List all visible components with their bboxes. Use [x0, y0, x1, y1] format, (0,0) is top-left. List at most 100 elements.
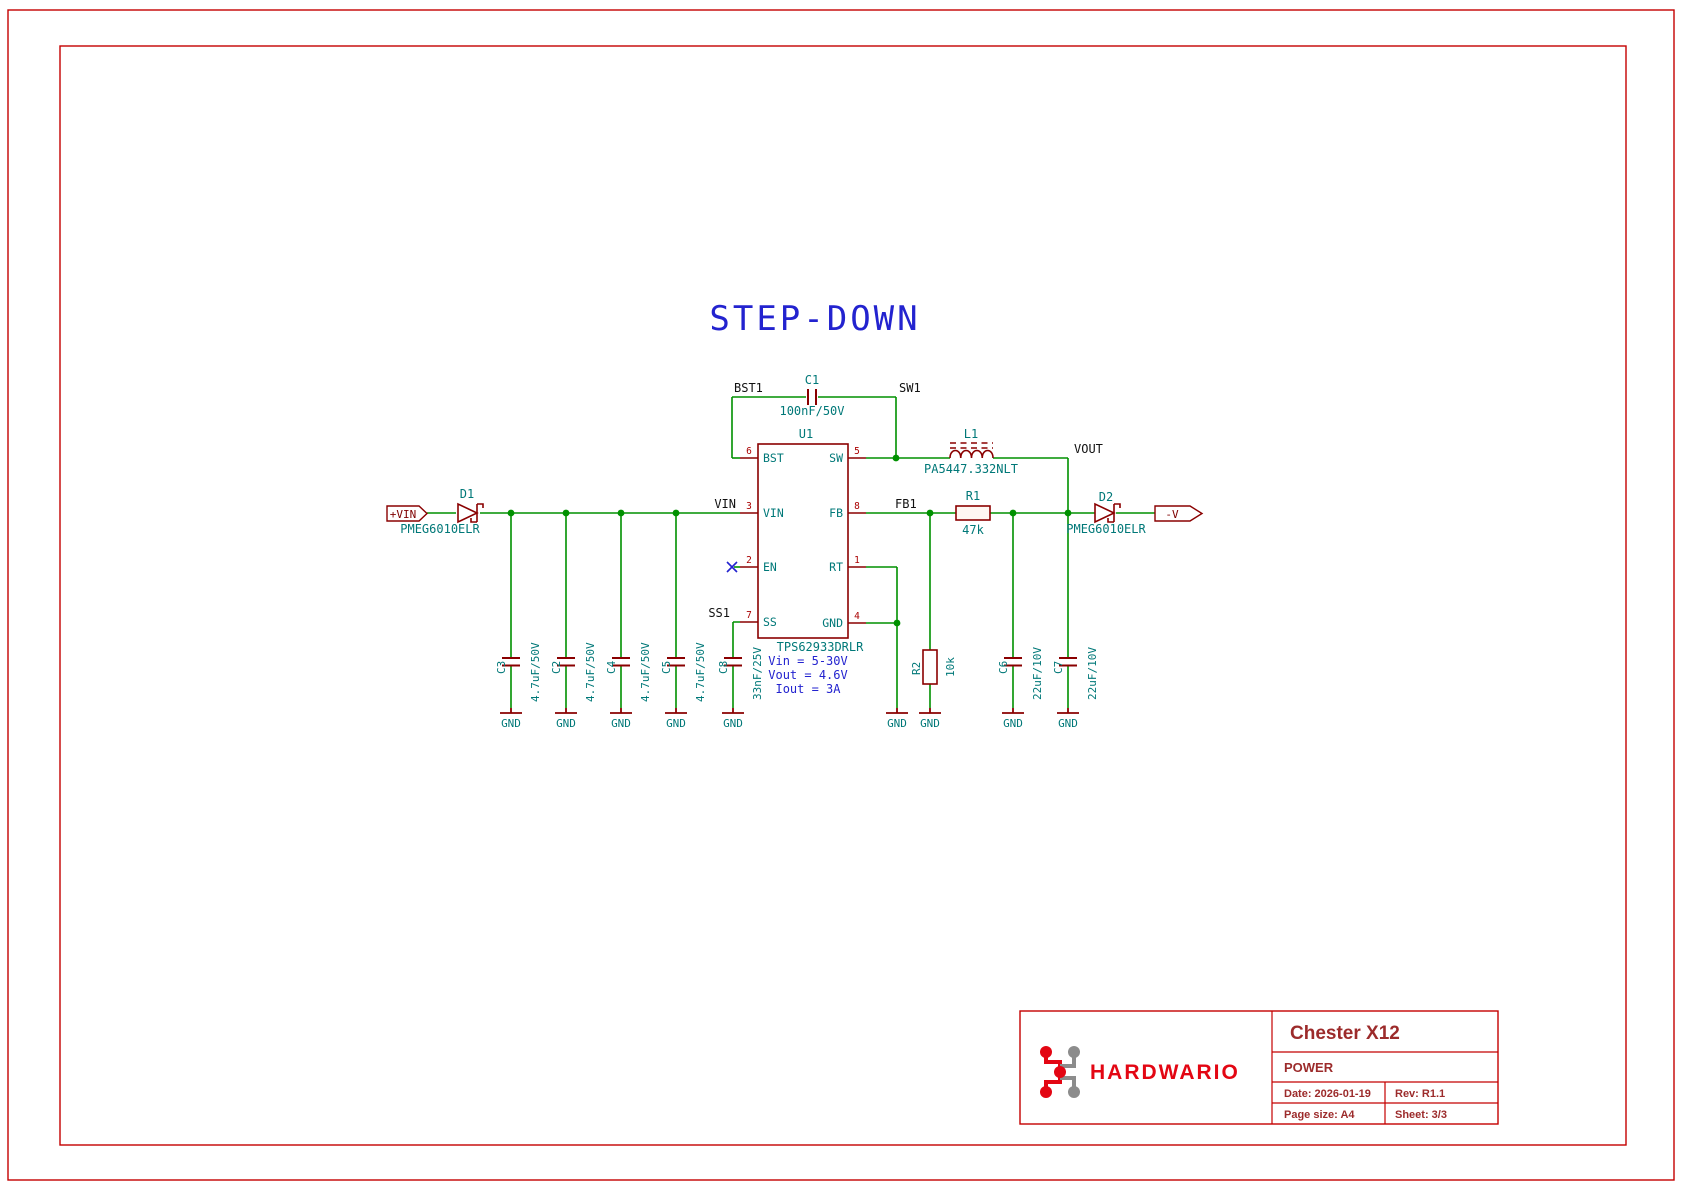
u1-note-vout: Vout = 4.6V — [768, 668, 847, 682]
r2-body — [922, 649, 938, 685]
wire-bst-c1-sw — [731, 396, 897, 458]
u1-ref: U1 — [799, 427, 813, 441]
c1-plates — [807, 389, 817, 405]
d1-triangle — [457, 502, 479, 524]
gnd-label: GND — [501, 717, 521, 730]
r1-value: 47k — [962, 523, 984, 537]
l1-ref: L1 — [964, 427, 978, 441]
u1-pin-en-name: EN — [763, 560, 777, 574]
junction-dots — [507, 454, 1072, 627]
logo-gray-nodes — [1068, 1046, 1080, 1098]
capacitor-labels: C3 4.7uF/50V C2 4.7uF/50V C4 4.7uF/50V C… — [495, 642, 1099, 702]
c6-ref: C6 — [997, 661, 1010, 674]
wire-sw-l1-vout — [866, 457, 1069, 513]
r2-ref: R2 — [910, 662, 923, 675]
u1-pin2-num: 2 — [746, 555, 752, 566]
title-block-grid — [1271, 1011, 1498, 1124]
c4-value: 4.7uF/50V — [639, 642, 652, 702]
d2-value: PMEG6010ELR — [1066, 522, 1146, 536]
c7-ref: C7 — [1052, 661, 1065, 674]
wire-layer — [427, 396, 1155, 708]
u1-pin1-num: 1 — [854, 555, 860, 566]
c7-value: 22uF/10V — [1086, 647, 1099, 700]
r1-ref: R1 — [966, 489, 980, 503]
c2-value: 4.7uF/50V — [584, 642, 597, 702]
c6-value: 22uF/10V — [1031, 647, 1044, 700]
c5-ref: C5 — [660, 661, 673, 674]
hier-label-v-text: -V — [1165, 508, 1179, 521]
r1-body — [955, 505, 991, 521]
c3-value: 4.7uF/50V — [529, 642, 542, 702]
gnd-label: GND — [887, 717, 907, 730]
sheet-title: STEP-DOWN — [709, 299, 920, 339]
c8-value: 33nF/25V — [751, 647, 764, 700]
u1-note-vin: Vin = 5-30V — [768, 654, 847, 668]
u1-pin6-num: 6 — [746, 446, 752, 457]
net-label-vin: VIN — [714, 497, 736, 511]
c2-ref: C2 — [550, 661, 563, 674]
gnd-label: GND — [920, 717, 940, 730]
no-connect-icon — [726, 561, 738, 573]
title-block: HARDWARIO Chester X12 POWER Date: 2026-0… — [1019, 1010, 1499, 1125]
component-d2: D2 PMEG6010ELR — [1066, 490, 1146, 536]
u1-pin-fb-name: FB — [829, 506, 843, 520]
u1-pin-sw-name: SW — [829, 451, 843, 465]
title-block-sheet-num: Sheet: 3/3 — [1395, 1109, 1447, 1121]
gnd-label: GND — [556, 717, 576, 730]
u1-pin-ss-name: SS — [763, 615, 777, 629]
u1-pin-rt-name: RT — [829, 560, 843, 574]
wire-rt-gnd — [866, 566, 898, 708]
u1-pin-gnd-name: GND — [822, 616, 843, 630]
gnd-label: GND — [1003, 717, 1023, 730]
title-block-sheet-name: POWER — [1284, 1060, 1334, 1075]
component-c1: C1 100nF/50V — [779, 373, 844, 418]
title-block-rev: Rev: R1.1 — [1395, 1088, 1445, 1100]
component-d1: D1 PMEG6010ELR — [400, 487, 484, 536]
l1-coil — [949, 449, 994, 459]
u1-pin4-num: 4 — [854, 611, 860, 622]
title-block-frame — [1019, 1010, 1499, 1125]
hier-label-v-out: -V — [1154, 505, 1204, 522]
c1-ref: C1 — [805, 373, 819, 387]
u1-pin3-num: 3 — [746, 501, 752, 512]
u1-value: TPS62933DRLR — [777, 640, 864, 654]
d1-ref: D1 — [460, 487, 474, 501]
r2-value: 10k — [944, 657, 957, 677]
hier-label-vin-in: +VIN — [386, 505, 429, 522]
c8-ref: C8 — [717, 661, 730, 674]
component-r2: R2 10k — [910, 649, 957, 685]
component-l1: L1 PA5447.332NLT — [924, 427, 1018, 476]
net-label-vout: VOUT — [1074, 442, 1103, 456]
title-block-project: Chester X12 — [1290, 1023, 1400, 1044]
u1-pin-stubs — [740, 457, 866, 624]
net-label-ss1: SS1 — [708, 606, 730, 620]
hardwario-logo: HARDWARIO — [1040, 1046, 1240, 1098]
c4-ref: C4 — [605, 660, 618, 674]
brand-wordmark: HARDWARIO — [1090, 1061, 1240, 1084]
net-label-sw1: SW1 — [899, 381, 921, 395]
gnd-label: GND — [611, 717, 631, 730]
net-label-bst1: BST1 — [734, 381, 763, 395]
title-block-page-size: Page size: A4 — [1284, 1109, 1355, 1121]
c5-value: 4.7uF/50V — [694, 642, 707, 702]
d2-schottky-bar — [1107, 503, 1121, 523]
u1-body — [757, 443, 849, 639]
component-u1: U1 TPS62933DRLR 6 3 2 7 5 8 1 4 BST VIN … — [726, 427, 866, 696]
d2-triangle — [1094, 502, 1116, 524]
d2-ref: D2 — [1099, 490, 1113, 504]
gnd-label: GND — [666, 717, 686, 730]
u1-pin8-num: 8 — [854, 501, 860, 512]
u1-pin7-num: 7 — [746, 610, 752, 621]
u1-pin-bst-name: BST — [763, 451, 784, 465]
net-label-fb1: FB1 — [895, 497, 917, 511]
d1-schottky-bar — [470, 503, 484, 523]
gnd-symbols: GND GND GND GND GND GND GND GND GND — [500, 708, 1079, 730]
title-block-date: Date: 2026-01-19 — [1284, 1088, 1371, 1100]
d1-value: PMEG6010ELR — [400, 522, 480, 536]
u1-pin5-num: 5 — [854, 446, 860, 457]
gnd-label: GND — [1058, 717, 1078, 730]
hier-label-vin-text: +VIN — [390, 508, 417, 521]
u1-note-iout: Iout = 3A — [775, 682, 841, 696]
